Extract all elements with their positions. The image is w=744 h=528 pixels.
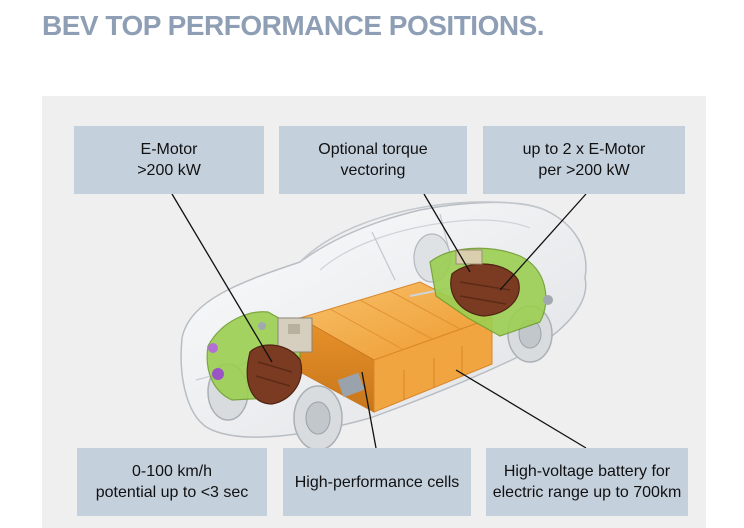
callout-high-performance-cells-text: High-performance cells: [294, 473, 460, 491]
slide-title: BEV TOP PERFORMANCE POSITIONS.: [42, 10, 545, 41]
callout-acceleration: 0-100 km/h potential up to <3 sec: [77, 448, 267, 516]
callout-high-performance-cells: High-performance cells: [283, 448, 471, 516]
callout-high-voltage-battery: High-voltage battery for electric range …: [486, 448, 688, 516]
callout-torque-vectoring-text: Optional torque vectoring: [318, 141, 428, 179]
callout-dual-e-motor: up to 2 x E-Motor per >200 kW: [483, 126, 685, 194]
callout-e-motor: E-Motor >200 kW: [74, 126, 264, 194]
front-axle-assembly: [206, 311, 313, 405]
callout-high-voltage-battery-text: High-voltage battery for electric range …: [492, 463, 682, 501]
callout-acceleration-text: 0-100 km/h potential up to <3 sec: [95, 463, 249, 501]
callout-leader-lines: [171, 193, 587, 449]
callout-torque-vectoring: Optional torque vectoring: [279, 126, 467, 194]
callout-dual-e-motor-text: up to 2 x E-Motor per >200 kW: [522, 141, 646, 179]
callout-e-motor-text: E-Motor >200 kW: [137, 141, 201, 179]
